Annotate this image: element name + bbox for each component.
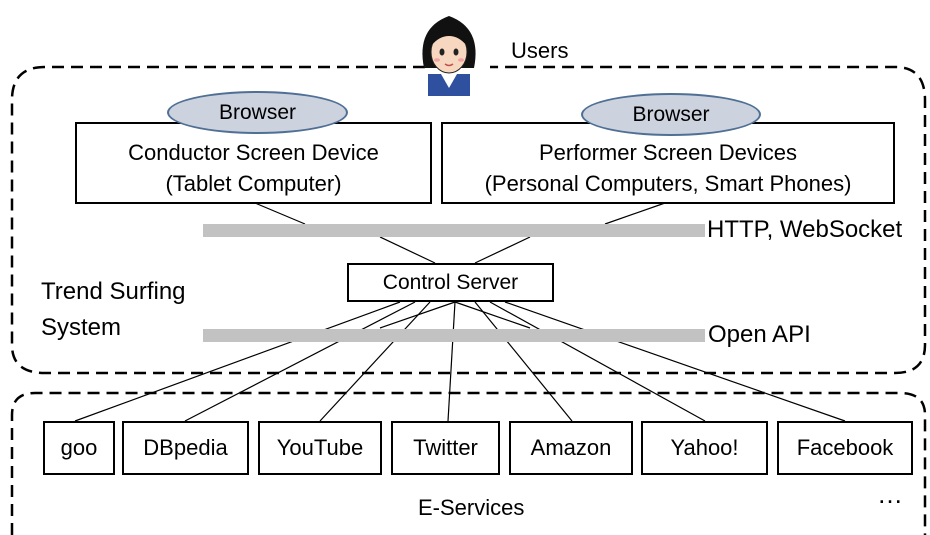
control-server: Control Server: [347, 263, 554, 302]
services-ellipsis: …: [877, 479, 905, 509]
conductor-to-http-line: [254, 202, 306, 225]
users-label: Users: [511, 38, 569, 63]
service-amazon: Amazon: [509, 421, 633, 475]
conductor-subtitle: (Tablet Computer): [165, 171, 342, 196]
eservices-label: E-Services: [418, 495, 525, 520]
performer-subtitle: (Personal Computers, Smart Phones): [484, 171, 852, 196]
system-boundary: [10, 65, 927, 375]
system-label-line2: System: [41, 314, 122, 341]
http-websocket-bar: [203, 224, 705, 237]
service-fanout-lines: [74, 301, 846, 422]
service-facebook: Facebook: [777, 421, 913, 475]
user-avatar-icon: [414, 8, 484, 96]
conductor-title: Conductor Screen Device: [128, 140, 379, 165]
performer-browser-badge: Browser: [581, 93, 761, 136]
open-api-label: Open API: [708, 321, 811, 348]
http-websocket-label: HTTP, WebSocket: [707, 216, 903, 243]
http-to-server-line-left: [379, 236, 436, 264]
system-label-line1: Trend Surfing: [41, 278, 186, 305]
http-to-server-line-right: [474, 236, 531, 264]
performer-to-http-line: [604, 202, 666, 225]
service-goo: goo: [43, 421, 115, 475]
service-yahoo: Yahoo!: [641, 421, 768, 475]
service-youtube: YouTube: [258, 421, 382, 475]
eservices-boundary: [10, 391, 927, 535]
service-dbpedia: DBpedia: [122, 421, 249, 475]
conductor-browser-badge: Browser: [167, 91, 348, 134]
service-twitter: Twitter: [391, 421, 500, 475]
performer-title: Performer Screen Devices: [539, 140, 797, 165]
open-api-bar: [203, 329, 705, 342]
conductor-screen-device: Conductor Screen Device (Tablet Computer…: [75, 122, 432, 204]
